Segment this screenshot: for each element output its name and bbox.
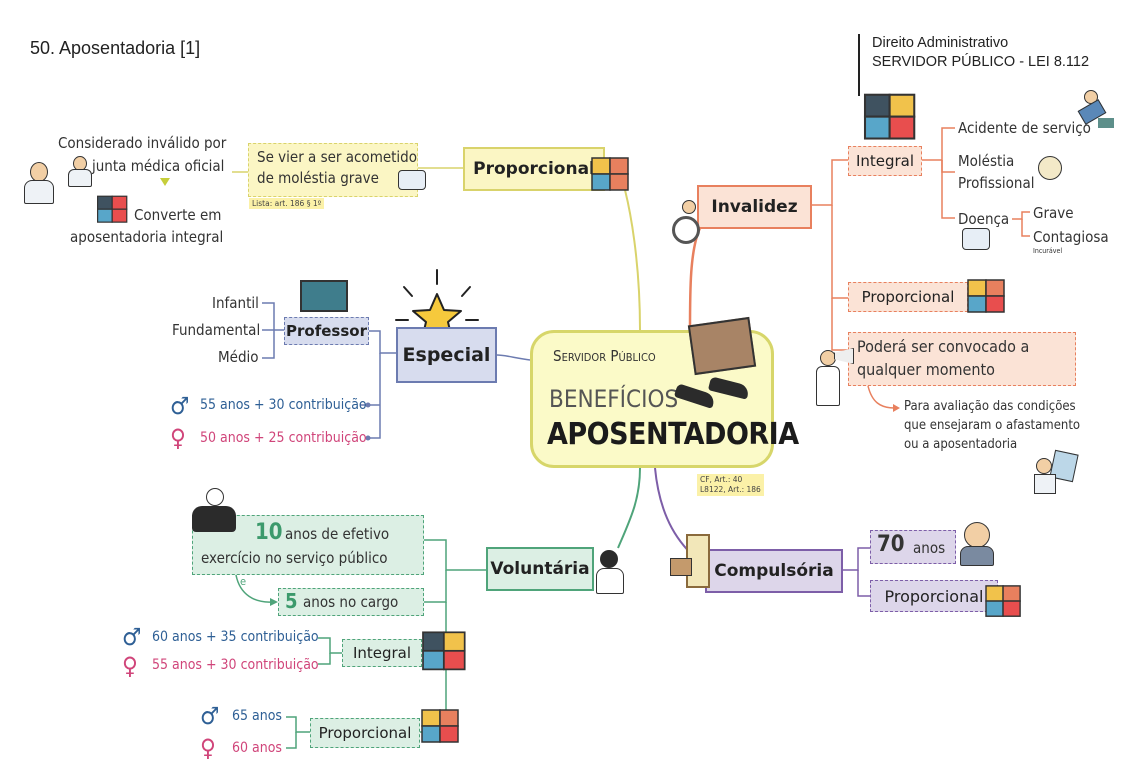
falling-worker-icon bbox=[1070, 90, 1114, 132]
puzzle-icon bbox=[421, 709, 459, 743]
female-icon: ♀ bbox=[170, 424, 186, 452]
compulsoria-age-text: anos bbox=[913, 539, 946, 557]
converts-line2: aposentadoria integral bbox=[70, 228, 224, 246]
voluntaria-proporcional-node: Proporcional bbox=[310, 718, 420, 748]
doctor-examining-icon bbox=[1032, 449, 1079, 494]
req2-number: 5 bbox=[285, 589, 298, 613]
avaliacao-line2: que ensejaram o afastamento bbox=[904, 418, 1081, 433]
req1-line2: exercício no serviço público bbox=[201, 549, 388, 567]
condition-line1: Se vier a ser acometido bbox=[257, 148, 418, 166]
puzzle-icon bbox=[967, 279, 1005, 313]
male-icon: ♂ bbox=[200, 702, 220, 730]
hospital-bed-icon bbox=[962, 228, 990, 250]
page-title: 50. Aposentadoria [1] bbox=[30, 38, 201, 58]
cause-incuravel: Incurável bbox=[1033, 247, 1063, 255]
central-line2: APOSENTADORIA bbox=[547, 417, 799, 452]
compulsoria-proporcional-node: Proporcional bbox=[870, 580, 998, 612]
professor-node: Professor bbox=[284, 317, 369, 345]
convocado-line2: qualquer momento bbox=[857, 360, 995, 379]
thinking-person-icon bbox=[188, 488, 242, 540]
req-cargo-box: 5 anos no cargo bbox=[278, 588, 424, 616]
level-item: Infantil bbox=[212, 294, 259, 312]
puzzle-icon bbox=[422, 631, 466, 671]
req-service-box: 10 anos de efetivo exercício no serviço … bbox=[192, 515, 424, 575]
shoe-icon bbox=[707, 376, 751, 400]
female-icon: ♀ bbox=[200, 734, 216, 762]
waving-person-icon bbox=[592, 536, 634, 594]
central-topic: Servidor Público BENEFÍCIOS APOSENTADORI… bbox=[530, 316, 799, 468]
avaliacao-line3: ou a aposentadoria bbox=[904, 437, 1018, 452]
integral-male-rule: 60 anos + 35 contribuição bbox=[152, 629, 319, 645]
female-icon: ♀ bbox=[122, 652, 138, 680]
cause-contagiosa: Contagiosa bbox=[1033, 228, 1109, 246]
especial-male-rule: 55 anos + 30 contribuição bbox=[200, 397, 367, 413]
central-kicker: Servidor Público bbox=[553, 347, 656, 365]
cause-molestia-line1: Moléstia bbox=[958, 152, 1015, 170]
subject-divider bbox=[858, 34, 860, 96]
cause-acidente: Acidente de serviço bbox=[958, 119, 1091, 137]
level-item: Fundamental bbox=[172, 321, 261, 339]
subject-topic: SERVIDOR PÚBLICO - LEI 8.112 bbox=[872, 54, 1090, 70]
condition-line2: de moléstia grave bbox=[257, 169, 379, 187]
elderly-man-icon bbox=[956, 520, 1000, 566]
voluntaria-node: Voluntária bbox=[486, 547, 594, 591]
compulsoria-node: Compulsória bbox=[705, 549, 843, 593]
sick-person-icon bbox=[1036, 154, 1062, 188]
invalid-note-line2: junta médica oficial bbox=[92, 157, 225, 175]
convocado-box: Poderá ser convocado a qualquer momento bbox=[848, 332, 1076, 386]
converts-line1: Converte em bbox=[134, 206, 222, 224]
megaphone-person-icon bbox=[808, 344, 854, 406]
especial-node: Especial bbox=[396, 327, 497, 383]
invalidez-proporcional-node: Proporcional bbox=[848, 282, 968, 312]
req1-number: 10 bbox=[255, 520, 283, 545]
level-item: Médio bbox=[218, 348, 259, 366]
condition-box: Se vier a ser acometido de moléstia grav… bbox=[248, 143, 418, 197]
central-legal-ref: CF, Art.: 40 L8122, Art.: 186 bbox=[697, 474, 764, 496]
exit-door-icon bbox=[666, 534, 710, 590]
puzzle-icon bbox=[863, 93, 916, 140]
board-icon bbox=[687, 316, 757, 376]
invalidez-integral-node: Integral bbox=[848, 146, 922, 176]
integral-female-rule: 55 anos + 30 contribuição bbox=[152, 657, 319, 673]
central-line1: BENEFÍCIOS bbox=[549, 385, 679, 413]
puzzle-icon bbox=[97, 195, 128, 223]
convocado-line1: Poderá ser convocado a bbox=[857, 337, 1030, 356]
invalid-note-line1: Considerado inválido por bbox=[58, 134, 227, 152]
male-icon: ♂ bbox=[170, 392, 190, 420]
puzzle-icon bbox=[591, 157, 629, 191]
doctor-icon bbox=[24, 162, 54, 204]
cause-grave: Grave bbox=[1033, 204, 1074, 222]
and-connector: e bbox=[240, 575, 247, 588]
compulsoria-age-number: 70 bbox=[877, 532, 905, 557]
compulsoria-age-box: 70 anos bbox=[870, 530, 956, 564]
male-icon: ♂ bbox=[122, 623, 142, 651]
cause-doenca: Doença bbox=[958, 210, 1010, 228]
voluntaria-integral-node: Integral bbox=[342, 639, 422, 667]
puzzle-icon bbox=[985, 585, 1021, 617]
especial-female-rule: 50 anos + 25 contribuição bbox=[200, 430, 367, 446]
teacher-board-icon bbox=[300, 280, 348, 312]
req2-text: anos no cargo bbox=[303, 593, 399, 611]
proporcional-top-node: Proporcional bbox=[463, 147, 605, 191]
req1-text: anos de efetivo bbox=[285, 525, 390, 543]
condition-legal-ref: Lista: art. 186 § 1º bbox=[249, 198, 325, 209]
wheelchair-icon bbox=[668, 200, 708, 244]
prop-female-rule: 60 anos bbox=[232, 740, 282, 756]
avaliacao-line1: Para avaliação das condições bbox=[904, 399, 1076, 414]
cause-molestia-line2: Profissional bbox=[958, 174, 1035, 192]
hospital-bed-icon bbox=[398, 170, 426, 190]
prop-male-rule: 65 anos bbox=[232, 708, 282, 724]
invalidez-node: Invalidez bbox=[697, 185, 812, 229]
subject-discipline: Direito Administrativo bbox=[872, 35, 1009, 51]
doctor-icon bbox=[68, 156, 92, 187]
